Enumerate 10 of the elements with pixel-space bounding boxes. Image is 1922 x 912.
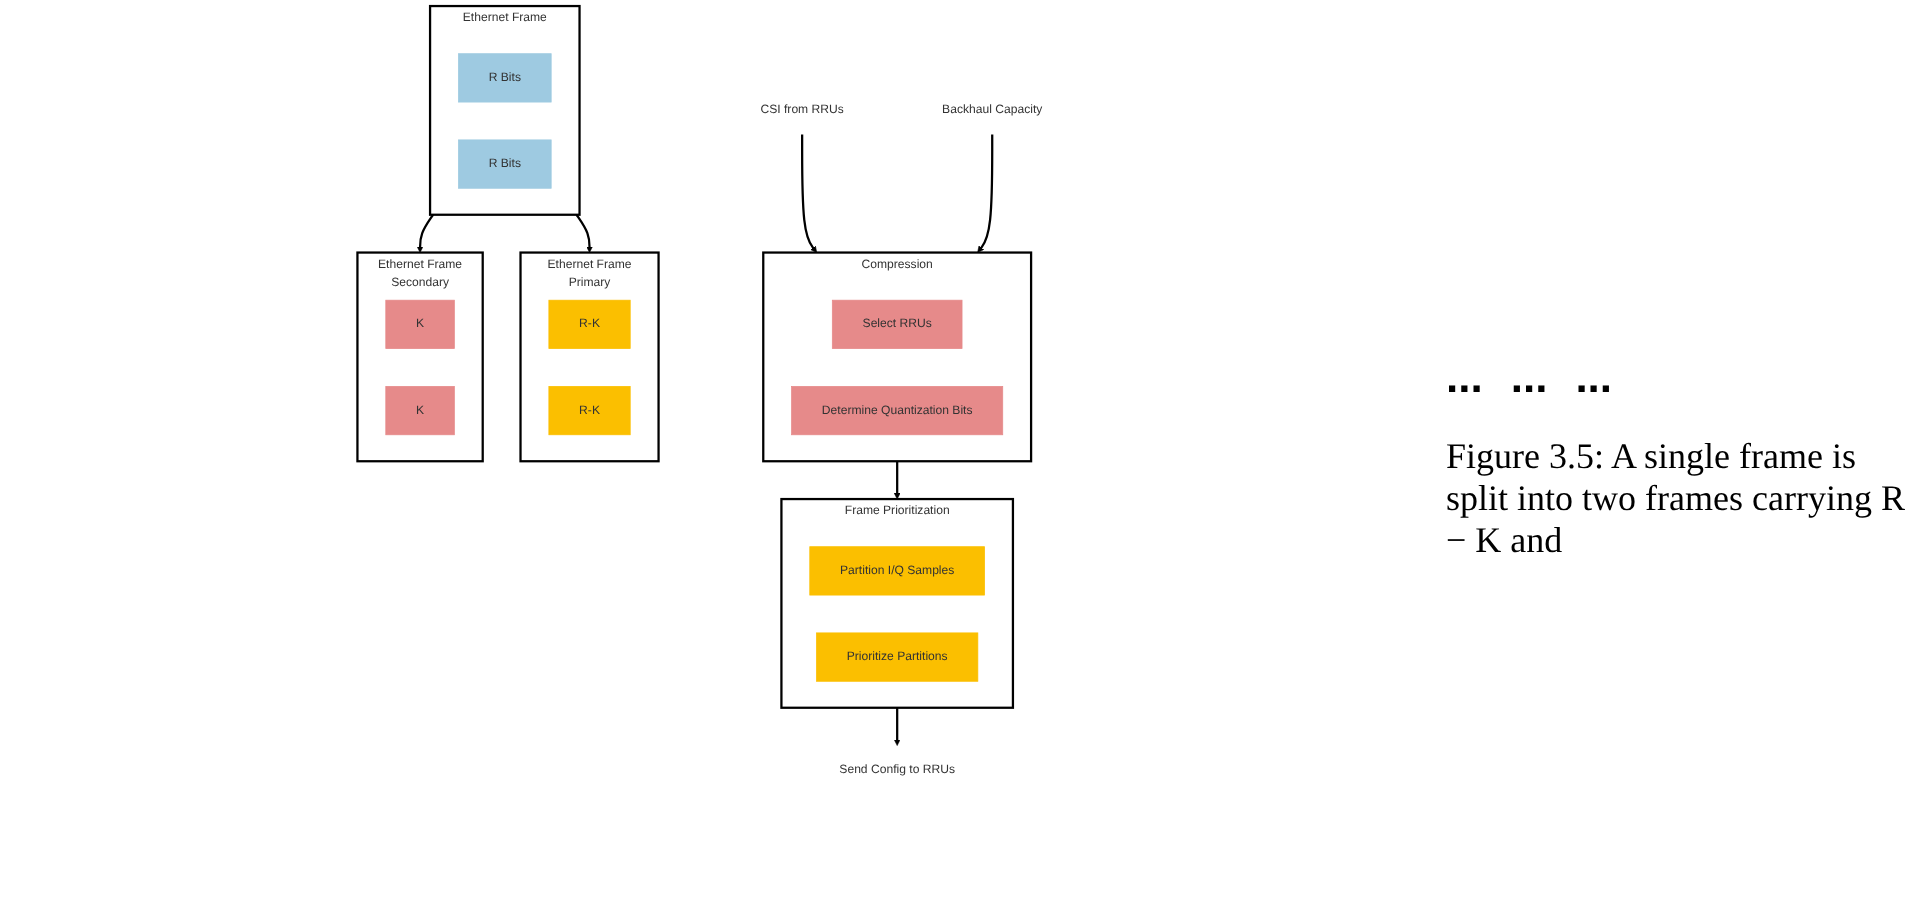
ellipsis: ... [1510,351,1548,401]
arrow [893,707,901,746]
arrow [801,134,817,253]
arrow [575,214,593,253]
arrow [977,134,994,253]
ellipsis: ... [1446,351,1483,401]
arrow [893,461,901,500]
ellipsis: ... [1575,351,1613,401]
figure-caption: Figure 3.5: A single frame is split into two frames carrying R − K and [1446,435,1906,561]
arrow [416,214,434,253]
